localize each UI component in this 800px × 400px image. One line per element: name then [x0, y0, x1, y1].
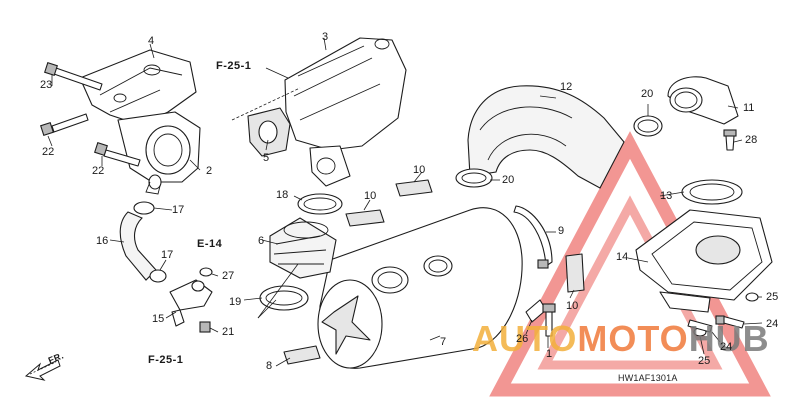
- label-part-17b: 17: [161, 249, 174, 261]
- bolt-22b-part: [94, 142, 141, 167]
- clamp-17a-part: [133, 201, 155, 215]
- label-part-24a: 24: [766, 318, 779, 330]
- clamp-17b-part: [149, 269, 167, 283]
- label-part-25a: 25: [766, 291, 779, 303]
- gasket-5-part: [247, 107, 291, 157]
- bolt-24b-part: [687, 319, 713, 333]
- leader-lines: [47, 37, 763, 367]
- pad-10c-part: [565, 253, 585, 293]
- label-part-19: 19: [229, 296, 242, 308]
- label-part-27: 27: [222, 270, 235, 282]
- label-part-8: 8: [266, 360, 273, 372]
- band-9-part: [513, 205, 553, 269]
- label-part-18: 18: [276, 189, 289, 201]
- label-part-3: 3: [322, 31, 329, 43]
- label-part-10c: 10: [566, 300, 579, 312]
- label-part-20b: 20: [502, 174, 515, 186]
- heat-shield-part: [284, 37, 407, 187]
- clamp-20-middle-part: [455, 168, 493, 188]
- watermark-text: AUTOMOTOHUB: [472, 318, 770, 360]
- intake-hose-12-part: [467, 85, 625, 189]
- label-part-11: 11: [743, 102, 755, 114]
- label-part-23: 23: [40, 79, 53, 91]
- label-part-13: 13: [660, 190, 673, 202]
- watermark-moto: MOTO: [577, 318, 689, 359]
- label-part-20a: 20: [641, 88, 654, 100]
- clamp-18-part: [297, 193, 343, 215]
- bolt-1-part: [542, 303, 556, 337]
- watermark-hub: HUB: [688, 318, 770, 359]
- front-direction-arrow-icon: [24, 359, 61, 381]
- label-part-2: 2: [206, 165, 213, 177]
- label-part-10b: 10: [364, 190, 377, 202]
- coolant-hose-16-part: [119, 211, 157, 281]
- ref-f25-bottom: F-25-1: [148, 354, 184, 366]
- washer-27-part: [199, 267, 213, 277]
- label-part-26: 26: [516, 333, 529, 345]
- muffler-body-part: [317, 207, 523, 369]
- joint-hose-6-part: [269, 217, 337, 279]
- screw-28-part: [723, 129, 737, 151]
- label-part-9: 9: [558, 225, 565, 237]
- fitting-15-part: [169, 279, 213, 327]
- label-part-5: 5: [263, 152, 270, 164]
- label-part-16: 16: [96, 235, 109, 247]
- bolt-23-part: [44, 62, 103, 91]
- pad-10a-part: [395, 179, 433, 197]
- bolt-21-part: [199, 321, 211, 333]
- water-pump-cover-part: [79, 49, 201, 195]
- washer-25a-part: [745, 292, 759, 302]
- ref-e14: E-14: [197, 238, 223, 250]
- clamp-20-upper-part: [633, 115, 663, 137]
- label-part-24b: 24: [720, 341, 733, 353]
- label-part-4: 4: [148, 35, 155, 47]
- label-part-22b: 22: [92, 165, 105, 177]
- label-part-25b: 25: [698, 355, 711, 367]
- clamp-19-part: [259, 285, 309, 311]
- label-part-14: 14: [616, 251, 629, 263]
- label-part-17a: 17: [172, 204, 185, 216]
- pad-8-part: [283, 345, 321, 365]
- elbow-tube-11-part: [667, 76, 739, 125]
- bolt-22a-part: [40, 113, 89, 136]
- watermark-auto: AUTO: [472, 318, 578, 359]
- label-part-15: 15: [152, 313, 165, 325]
- label-part-1: 1: [546, 348, 553, 360]
- bolt-24a-part: [715, 315, 745, 329]
- label-part-7: 7: [440, 336, 447, 348]
- label-part-12: 12: [560, 81, 573, 93]
- label-part-22a: 22: [42, 146, 55, 158]
- label-part-21: 21: [222, 326, 235, 338]
- drawing-code: HW1AF1301A: [618, 373, 678, 383]
- label-part-28: 28: [745, 134, 758, 146]
- ref-f25-top: F-25-1: [216, 60, 252, 72]
- label-part-10a: 10: [413, 164, 426, 176]
- label-part-6: 6: [258, 235, 265, 247]
- pad-10b-part: [345, 209, 385, 227]
